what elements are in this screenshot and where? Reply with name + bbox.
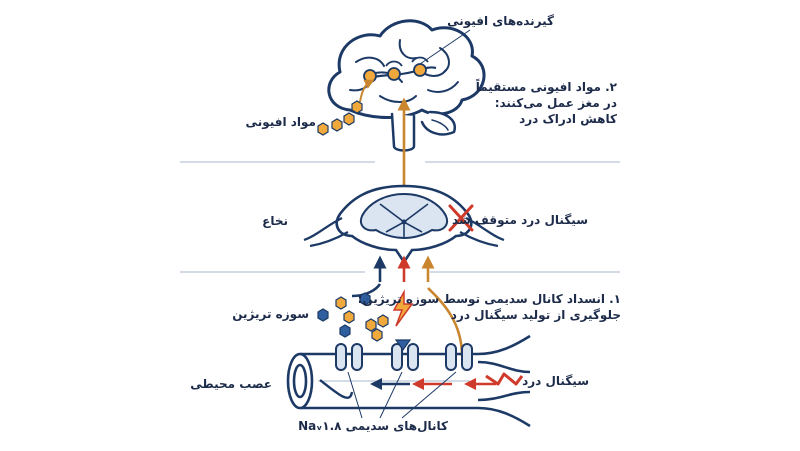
blocking-molecule-icon — [394, 339, 412, 352]
pain-signal-stopped-label: سیگنال درد متوقف شد — [452, 213, 588, 227]
nerve-signal-arrows — [319, 378, 496, 399]
pain-signal-lightning-icon — [485, 372, 524, 386]
brain-icon — [327, 19, 486, 152]
opioid-receptors-label: گیرنده‌های افیونی — [447, 14, 554, 28]
opioid-molecules-icon — [317, 100, 363, 136]
spinal-cord-icon — [303, 184, 505, 265]
channel-leader-lines — [347, 371, 457, 419]
receptor-leader-line — [419, 29, 471, 65]
step1-text-line1: ۱. انسداد کانال سدیمی توسط سوزه تریژین: — [357, 292, 621, 306]
sodium-channel-icon — [335, 343, 473, 371]
brain-pathway — [367, 66, 437, 80]
pain-signal-label: سیگنال درد — [522, 374, 589, 388]
opioid-binding-arrow — [359, 79, 375, 103]
sodium-channels-label: کانال‌های سدیمی Naᵥ۱.۸ — [298, 419, 448, 433]
step2-text-line1: ۲. مواد افیونی مستقیماً — [475, 80, 617, 94]
peripheral-nerve-icon — [286, 334, 531, 428]
lightning-icon — [392, 289, 414, 327]
opioids-label: مواد افیونی — [245, 115, 316, 129]
step2-text-line3: کاهش ادراک درد — [519, 112, 617, 126]
suzetrigine-molecules-icon — [317, 292, 389, 342]
opioid-receptors-icon — [363, 56, 429, 83]
upward-signal-arrows — [351, 255, 464, 357]
peripheral-nerve-label: عصب محیطی — [190, 377, 272, 391]
cross-icon — [448, 204, 474, 232]
step2-text-line2: در مغز عمل می‌کنند: — [494, 96, 617, 110]
step1-text-line2: جلوگیری از تولید سیگنال درد — [450, 308, 621, 322]
section-dividers — [180, 161, 620, 273]
suzetrigine-label: سوزه تریژین — [232, 307, 309, 321]
spinal-cord-label: نخاع — [262, 214, 288, 228]
